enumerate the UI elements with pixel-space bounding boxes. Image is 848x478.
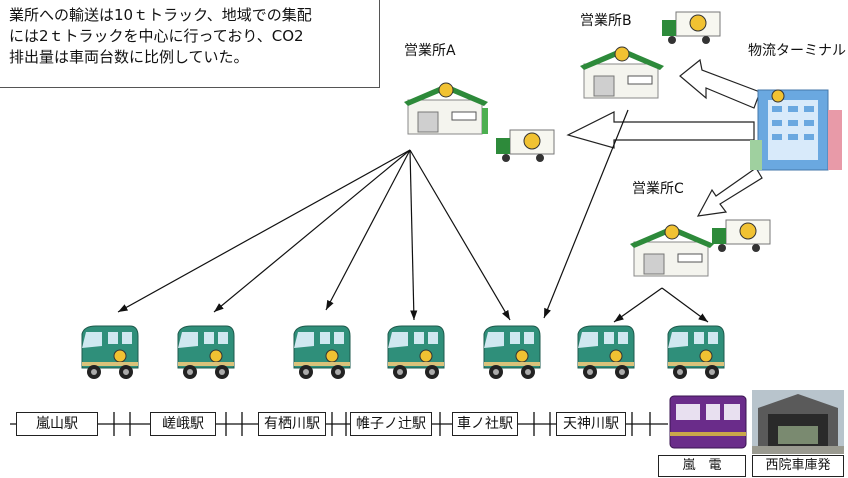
train-caption: 嵐 電 — [658, 455, 746, 477]
truck-icon — [496, 129, 555, 162]
warehouse-icon — [630, 224, 714, 277]
delivery-van-icon — [293, 325, 351, 379]
terminal-to-office-a-arrow — [566, 111, 755, 149]
station-saga: 嵯峨駅 — [150, 412, 216, 436]
delivery-van-icon — [667, 325, 725, 379]
office-b-label: 営業所B — [580, 13, 632, 29]
station-katabiranotsuji: 帷子ノ辻駅 — [350, 412, 432, 436]
office-c-delivery-arrows — [613, 287, 709, 323]
warehouse-icon — [580, 46, 664, 99]
delivery-van-icon — [483, 325, 541, 379]
tram-icon — [669, 395, 747, 449]
station-tenjingawa: 天神川駅 — [556, 412, 626, 436]
station-kurumanomiya: 車ノ社駅 — [452, 412, 518, 436]
note-line-1: 業所への輸送は10ｔトラック、地域での集配 — [9, 6, 312, 24]
delivery-van-icon — [387, 325, 445, 379]
terminal-to-office-c-arrow — [696, 167, 763, 217]
delivery-van-icon — [81, 325, 139, 379]
depot-caption: 西院車庫発 — [752, 455, 844, 477]
depot-icon — [752, 390, 844, 454]
terminal-to-office-b-arrow — [679, 58, 761, 109]
truck-icon — [712, 219, 771, 252]
truck-icon — [662, 11, 721, 44]
office-c-label: 営業所C — [632, 181, 684, 197]
office-a-label: 営業所A — [404, 43, 456, 59]
delivery-van-icon — [177, 325, 235, 379]
office-b-delivery-arrows — [543, 109, 629, 319]
delivery-van-icon — [577, 325, 635, 379]
station-arashiyama: 嵐山駅 — [16, 412, 98, 436]
note-line-2: には2ｔトラックを中心に行っており、CO2 — [9, 27, 304, 45]
note-line-3: 排出量は車両台数に比例していた。 — [9, 48, 249, 66]
building-icon — [750, 89, 842, 171]
office-a-delivery-arrows — [117, 149, 511, 321]
explanation-note: 業所への輸送は10ｔトラック、地域での集配 には2ｔトラックを中心に行っており、… — [0, 0, 380, 88]
warehouse-icon — [404, 82, 488, 135]
station-arisugawa: 有栖川駅 — [258, 412, 326, 436]
terminal-label: 物流ターミナル — [748, 43, 846, 59]
